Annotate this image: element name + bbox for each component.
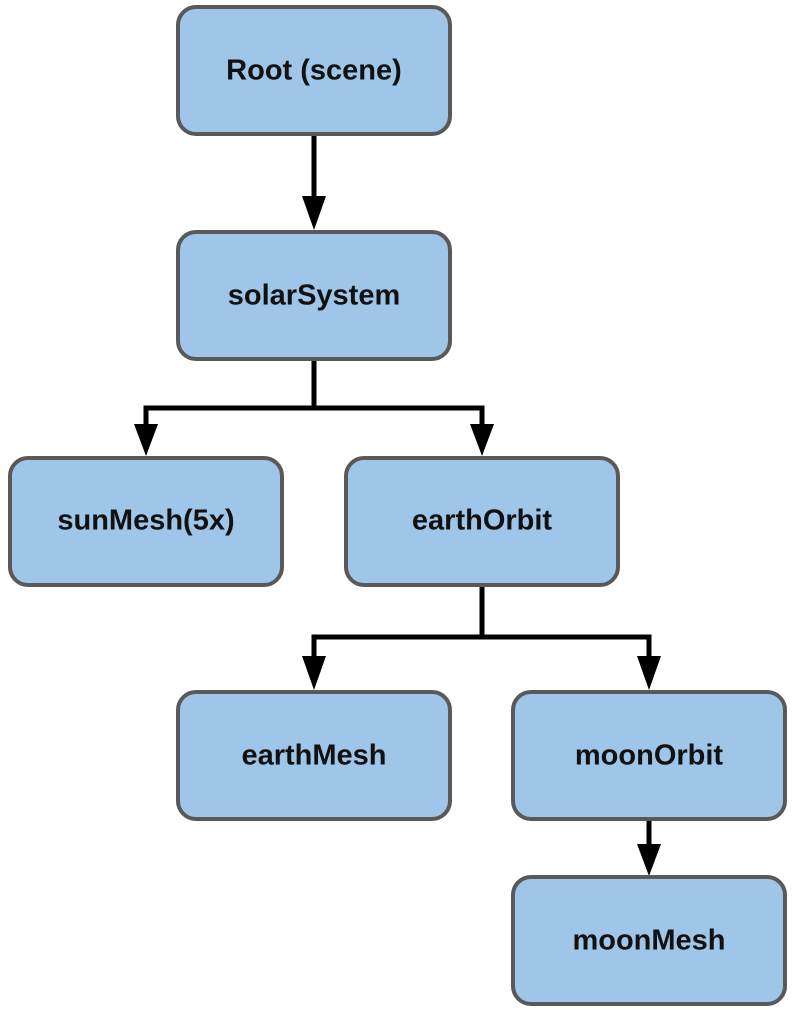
node-earth-orbit-label: earthOrbit — [412, 505, 553, 537]
nodes: Root (scene) solarSystem sunMesh(5x) ear… — [8, 5, 787, 1006]
edge-earth-orbit-to-moon-orbit — [482, 634, 661, 690]
edge-solar-system-to-earth-orbit — [314, 405, 494, 456]
node-solar-system-label: solarSystem — [228, 280, 401, 312]
edge-earth-orbit-to-earth-mesh — [302, 584, 485, 690]
node-solar-system: solarSystem — [176, 230, 452, 361]
node-sun-mesh-label: sunMesh(5x) — [57, 505, 234, 537]
node-earth-mesh: earthMesh — [176, 690, 452, 821]
node-moon-orbit: moonOrbit — [511, 690, 787, 821]
edges — [134, 134, 661, 876]
node-earth-orbit-box — [344, 456, 620, 587]
node-root-label: Root (scene) — [226, 55, 402, 87]
node-moon-mesh: moonMesh — [511, 875, 787, 1006]
node-root: Root (scene) — [176, 5, 452, 136]
edge-root-to-solar-system — [302, 134, 326, 230]
node-moon-mesh-box — [511, 875, 787, 1006]
node-solar-system-box — [176, 230, 452, 361]
node-moon-orbit-box — [511, 690, 787, 821]
node-sun-mesh: sunMesh(5x) — [8, 456, 284, 587]
node-moon-orbit-label: moonOrbit — [575, 740, 724, 772]
node-moon-mesh-label: moonMesh — [572, 925, 725, 957]
node-earth-mesh-box — [176, 690, 452, 821]
edge-solar-system-to-sun-mesh — [134, 359, 317, 456]
node-earth-orbit: earthOrbit — [344, 456, 620, 587]
node-root-box — [176, 5, 452, 136]
node-sun-mesh-box — [8, 456, 284, 587]
edge-moon-orbit-to-moon-mesh — [637, 819, 661, 876]
node-earth-mesh-label: earthMesh — [241, 740, 386, 772]
